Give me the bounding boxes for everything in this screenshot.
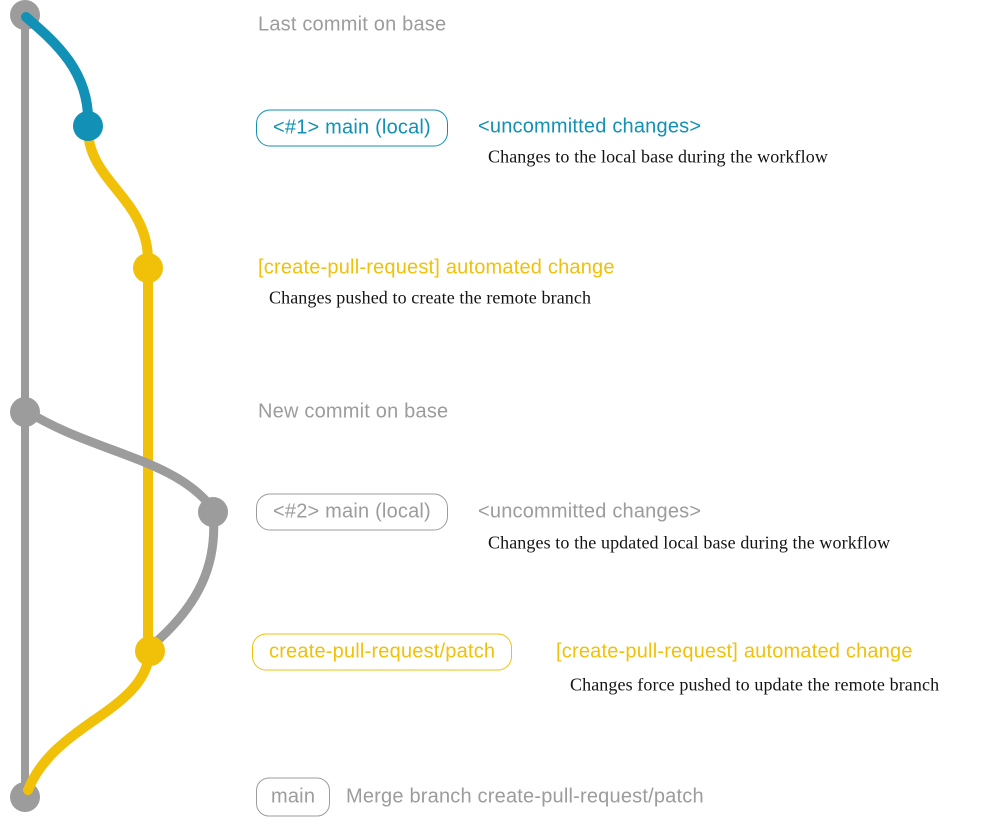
commit-subject-merge: Merge branch create-pull-request/patch (346, 785, 704, 808)
commit-body-patch2: Changes force pushed to update the remot… (570, 674, 940, 695)
commit-dot-main1 (73, 111, 103, 141)
commit-subject-main2: <uncommitted changes> (478, 500, 702, 523)
base-to-main2-curve (20, 405, 217, 513)
main2-to-patch-curve (150, 507, 219, 648)
annotation-last-commit-on-base: Last commit on base (258, 13, 447, 36)
patch-to-merge-curve (23, 645, 155, 795)
branch-label-patch: create-pull-request/patch (252, 633, 513, 671)
commit-body-patch1: Changes pushed to create the remote bran… (269, 287, 592, 308)
branch-label-main-merge: main (256, 777, 331, 817)
commit-body-main1: Changes to the local base during the wor… (488, 146, 828, 167)
main1-to-patch-curve (82, 121, 154, 269)
branch-label-main1: <#1> main (local) (256, 109, 448, 147)
commit-dot-main2 (198, 497, 228, 527)
annotation-new-commit-on-base: New commit on base (258, 400, 449, 423)
commit-subject-patch2: [create-pull-request] automated change (556, 640, 913, 663)
commit-subject-main1: <uncommitted changes> (478, 115, 702, 138)
commit-body-main2: Changes to the updated local base during… (488, 532, 891, 553)
base-to-main1-curve (21, 12, 94, 129)
commit-dot-patch2 (135, 636, 165, 666)
commit-dot-new-base (10, 397, 40, 427)
commit-dot-patch1 (133, 253, 163, 283)
commit-subject-patch1: [create-pull-request] automated change (258, 256, 615, 279)
branch-label-main2: <#2> main (local) (256, 493, 448, 531)
